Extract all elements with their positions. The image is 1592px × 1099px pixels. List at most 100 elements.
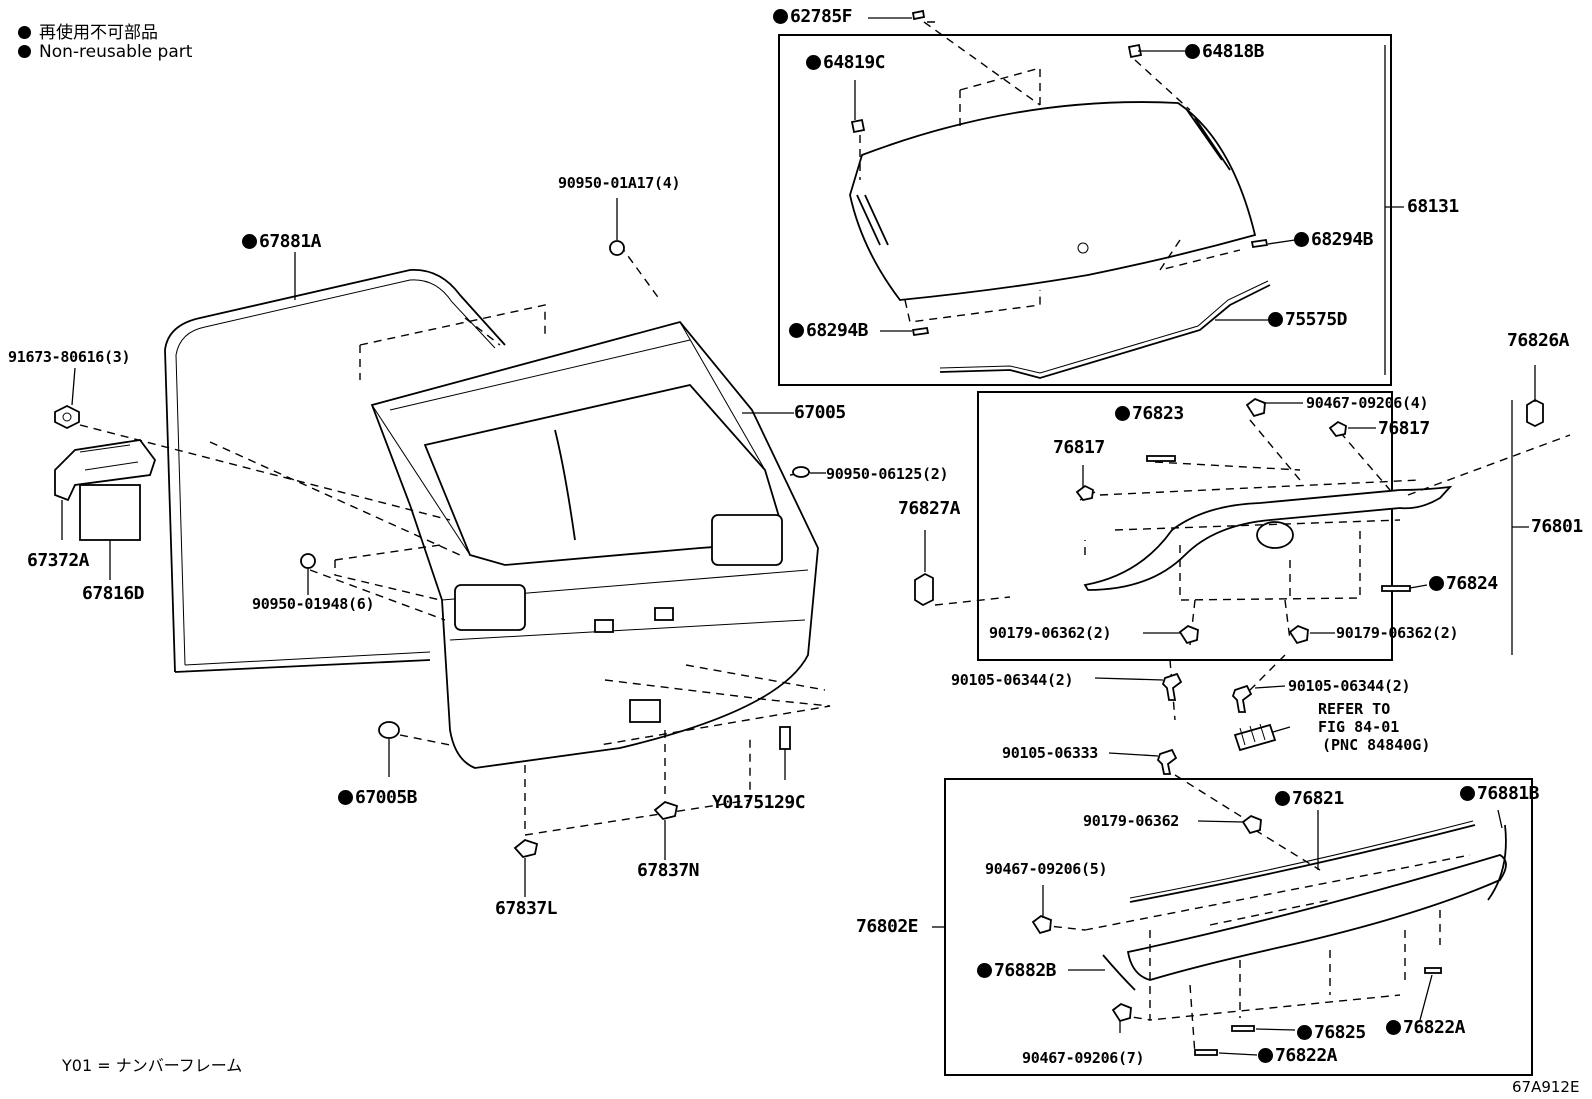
hinge-bolt	[54, 404, 80, 430]
garnish-seal-76881B	[1487, 824, 1507, 901]
callout-76826A[interactable]: 76826A	[1507, 330, 1570, 351]
callout-90467-09206-5[interactable]: 90467-09206(5)	[985, 860, 1108, 878]
lower-garnish-group-box	[944, 778, 1533, 1076]
callout-68294B-left[interactable]: 68294B	[789, 321, 869, 341]
callout-76817-right[interactable]: 76817	[1378, 418, 1430, 439]
callout-62785F[interactable]: 62785F	[773, 7, 853, 27]
garnish-spacer-76824	[1381, 585, 1411, 592]
callout-76802E[interactable]: 76802E	[856, 916, 919, 937]
garnish-nut-right	[1288, 624, 1309, 645]
plug-right	[792, 466, 810, 478]
bracket-76826A	[1526, 398, 1544, 428]
cushion-side	[300, 553, 316, 569]
garnish-clip-left	[1075, 484, 1094, 502]
hinge-pad	[79, 484, 141, 541]
callout-67816D[interactable]: 67816D	[82, 583, 145, 604]
callout-76881B[interactable]: 76881B	[1460, 784, 1540, 804]
glass-stopper-left	[850, 118, 866, 134]
callout-64818B[interactable]: 64818B	[1185, 42, 1265, 62]
callout-67881A[interactable]: 67881A	[242, 232, 322, 252]
callout-90950-06125[interactable]: 90950-06125(2)	[826, 465, 949, 483]
callout-67372A[interactable]: 67372A	[27, 550, 90, 571]
glass-spacer-right	[1250, 238, 1269, 249]
garnish-screw-left	[1161, 672, 1183, 701]
lower-nut-90179	[1241, 814, 1262, 835]
callout-76821[interactable]: 76821	[1275, 789, 1344, 809]
callout-90179-06362-left[interactable]: 90179-06362(2)	[989, 624, 1112, 642]
callout-90179-06362-right[interactable]: 90179-06362(2)	[1336, 624, 1459, 642]
callout-91673-80616[interactable]: 91673-80616(3)	[8, 348, 131, 366]
hinge-right-bracket	[711, 514, 783, 566]
footnote: Y01 = ナンバーフレーム	[62, 1056, 243, 1075]
callout-90105-06344-left[interactable]: 90105-06344(2)	[951, 671, 1074, 689]
callout-90467-09206-4[interactable]: 90467-09206(4)	[1306, 394, 1429, 412]
legend-non-reusable-jp: 再使用不可部品	[18, 18, 158, 43]
callout-75575D[interactable]: 75575D	[1268, 310, 1348, 330]
door-stopper	[378, 721, 400, 739]
screw-90105-06333	[1156, 748, 1178, 775]
callout-90179-06362-single[interactable]: 90179-06362	[1083, 812, 1180, 830]
callout-90467-09206-7[interactable]: 90467-09206(7)	[1022, 1049, 1145, 1067]
refer-note[interactable]: REFER TO FIG 84-01 (PNC 84840G)	[1318, 700, 1431, 754]
bullet-dot	[18, 45, 31, 58]
trim-clip-l	[513, 838, 539, 859]
spacer-76825	[1231, 1025, 1255, 1032]
legend-non-reusable-en: Non-reusable part	[18, 42, 192, 62]
back-door-glass	[849, 101, 1257, 301]
trim-clip-n	[653, 800, 679, 821]
glass-clip-right	[1186, 109, 1231, 171]
callout-90105-06333[interactable]: 90105-06333	[1002, 744, 1099, 762]
garnish-screw-right	[1231, 684, 1253, 713]
lower-nut-90467-5	[1031, 914, 1052, 935]
callout-68294B-right[interactable]: 68294B	[1294, 230, 1374, 250]
callout-76801[interactable]: 76801	[1531, 516, 1583, 537]
lower-nut-90467-7	[1111, 1002, 1132, 1023]
callout-67005[interactable]: 67005	[794, 402, 846, 423]
callout-67005B[interactable]: 67005B	[338, 788, 418, 808]
lower-garnish	[1126, 854, 1507, 981]
spacer-76822A-right	[1424, 967, 1442, 974]
cushion-top	[609, 240, 625, 256]
callout-76822A-right[interactable]: 76822A	[1386, 1018, 1466, 1038]
callout-64819C[interactable]: 64819C	[806, 53, 886, 73]
garnish-nut-left	[1178, 624, 1199, 645]
callout-76824[interactable]: 76824	[1429, 574, 1498, 594]
garnish-molding-76821	[1129, 824, 1476, 903]
bullet-dot	[18, 26, 31, 39]
spacer-76822A-bottom	[1194, 1049, 1218, 1056]
callout-76822A-bottom[interactable]: 76822A	[1258, 1046, 1338, 1066]
frame-clip	[779, 726, 791, 750]
callout-67837N[interactable]: 67837N	[637, 860, 700, 881]
garnish-nut-top	[1245, 397, 1266, 418]
garnish-clip-right	[1328, 420, 1347, 438]
door-weatherstrip	[164, 269, 506, 673]
glass-molding	[939, 284, 1271, 379]
garnish-emblem	[1256, 521, 1294, 549]
callout-68131[interactable]: 68131	[1407, 196, 1459, 217]
callout-90105-06344-right[interactable]: 90105-06344(2)	[1288, 677, 1411, 695]
hinge-assembly	[54, 439, 157, 502]
glass-spacer-left	[911, 326, 930, 337]
callout-67837L[interactable]: 67837L	[495, 898, 558, 919]
garnish-seal-76882B	[1102, 954, 1136, 991]
callout-76825[interactable]: 76825	[1297, 1023, 1366, 1043]
callout-90950-01A17[interactable]: 90950-01A17(4)	[558, 174, 681, 192]
glass-group-box	[778, 34, 1392, 386]
callout-Y0175129C[interactable]: Y0175129C	[712, 792, 806, 813]
hinge-left-bracket	[454, 584, 526, 631]
glass-stopper-top	[911, 9, 926, 21]
callout-76823[interactable]: 76823	[1115, 404, 1184, 424]
switch-connector	[1233, 723, 1277, 752]
callout-90950-01948[interactable]: 90950-01948(6)	[252, 595, 375, 613]
callout-76827A[interactable]: 76827A	[898, 498, 961, 519]
callout-76882B[interactable]: 76882B	[977, 961, 1057, 981]
glass-stopper-right	[1127, 43, 1143, 59]
figure-code: 67A912E	[1512, 1078, 1580, 1096]
callout-76817-left[interactable]: 76817	[1053, 437, 1105, 458]
glass-wiper-hole	[1077, 242, 1089, 254]
glass-clip-left	[856, 194, 889, 246]
garnish-spacer-76823	[1146, 455, 1176, 462]
garnish-group-box	[977, 391, 1393, 661]
